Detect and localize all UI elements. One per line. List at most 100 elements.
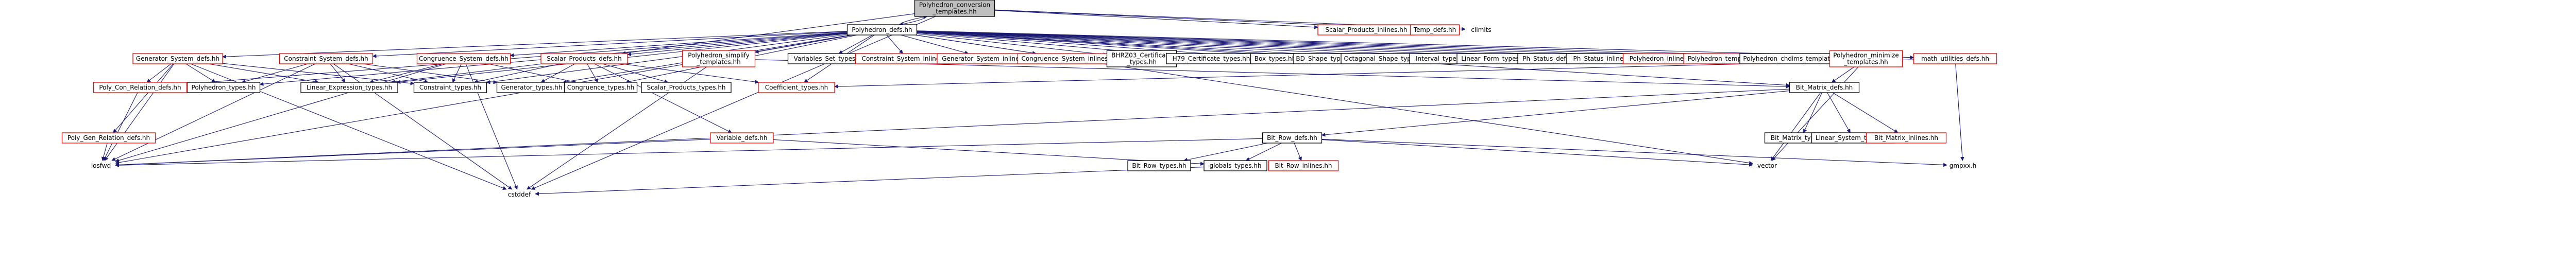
edge-cgsd-to-cont <box>452 63 462 83</box>
node-box <box>758 82 835 93</box>
edge-pdefs-to-lft <box>917 31 1458 59</box>
node-box <box>61 132 156 144</box>
node-cgsd[interactable]: Congruence_System_defs.hh <box>416 53 511 64</box>
node-mud[interactable]: math_utilities_defs.hh <box>1913 53 1997 64</box>
edge-glob-to-cstddef <box>535 166 1205 196</box>
edge-gsd-to-polyt <box>185 63 216 83</box>
node-pcrd[interactable]: Poly_Con_Relation_defs.hh <box>93 82 188 93</box>
edge-bmd-to-lst <box>1827 92 1851 133</box>
edge-pdefs-to-gsi <box>901 34 969 55</box>
node-h79[interactable]: H79_Certificate_types.hh <box>1166 53 1257 64</box>
node-gent[interactable]: Generator_types.hh <box>496 82 567 93</box>
node-label: iosfwd <box>91 162 111 169</box>
edge-gsd-to-cstddef <box>190 63 507 190</box>
node-label: Scalar_Products_inlines.hh <box>1326 26 1408 33</box>
node-box <box>187 82 261 93</box>
node-pmin[interactable]: Polyhedron_minimize_templates.hh <box>1829 50 1903 67</box>
node-label: vector <box>1757 162 1777 169</box>
node-pst[interactable]: Polyhedron_simplify_templates.hh <box>682 50 756 67</box>
edge-pmin-to-vector <box>1771 66 1859 161</box>
edge-gsd-to-lext <box>208 63 319 84</box>
node-box <box>1262 132 1323 144</box>
node-label: Congruence_types.hh <box>567 84 635 91</box>
node-lext[interactable]: Linear_Expression_types.hh <box>300 82 398 93</box>
edge-gsd-to-psrd <box>113 63 174 133</box>
edge-bmd-to-iosfwd <box>115 89 1790 167</box>
node-psrd[interactable]: Poly_Gen_Relation_defs.hh <box>61 132 156 144</box>
node-pchm[interactable]: Polyhedron_chdims_templates.hh <box>1739 53 1851 64</box>
node-glob[interactable]: globals_types.hh <box>1204 160 1267 171</box>
node-box <box>846 24 918 36</box>
node-label: Variables_Set_types.hh <box>794 55 866 62</box>
node-label: Bit_Row_inlines.hh <box>1275 162 1332 169</box>
node-boxt[interactable]: Box_types.hh <box>1250 53 1300 64</box>
edge-cgsd-to-lext <box>369 63 444 84</box>
node-cgsi[interactable]: Congruence_System_inlines.hh <box>1017 53 1122 64</box>
node-vard[interactable]: Variable_defs.hh <box>710 132 774 144</box>
node-label: Poly_Con_Relation_defs.hh <box>99 84 181 91</box>
node-label: Congruence_System_inlines.hh <box>1021 55 1117 62</box>
node-box <box>1106 50 1177 67</box>
edge-cgsd-to-cgt <box>488 63 577 84</box>
node-box <box>682 50 756 67</box>
node-coeft[interactable]: Coefficient_types.hh <box>758 82 835 93</box>
edge-pdefs-to-oct <box>917 31 1342 58</box>
node-spt[interactable]: Scalar_Products_types.hh <box>641 82 732 93</box>
node-sci[interactable]: Scalar_Products_inlines.hh <box>1317 24 1415 36</box>
node-label: _templates.hh <box>696 59 740 66</box>
edge-pdefs-to-gsd <box>222 31 848 59</box>
node-label: climits <box>1471 26 1491 33</box>
node-bmd[interactable]: Bit_Matrix_defs.hh <box>1789 82 1860 93</box>
edge-cgsd-to-cstddef <box>465 63 518 190</box>
edge-pdefs-to-csi <box>886 34 903 54</box>
node-lft[interactable]: Linear_Form_types.hh <box>1456 53 1534 64</box>
edge-pdefs-to-cont <box>486 34 848 84</box>
edge-csd-to-gent <box>363 63 498 84</box>
node-gsi[interactable]: Generator_System_inlines.hh <box>937 53 1038 64</box>
node-polyt[interactable]: Polyhedron_types.hh <box>187 82 261 93</box>
node-cstddef: cstddef <box>508 191 531 198</box>
node-label: Poly_Gen_Relation_defs.hh <box>67 134 150 142</box>
node-gsd[interactable]: Generator_System_defs.hh <box>132 53 223 64</box>
node-csd[interactable]: Constraint_System_defs.hh <box>279 53 374 64</box>
node-pdefs[interactable]: Polyhedron_defs.hh <box>846 24 918 36</box>
node-box <box>132 53 223 64</box>
edges-layer <box>101 9 1964 196</box>
node-box <box>1789 82 1860 93</box>
node-label: Linear_Expression_types.hh <box>307 84 393 91</box>
edge-root-to-cstddef <box>531 16 936 190</box>
node-root[interactable]: Polyhedron_conversion_templates.hh <box>914 0 995 17</box>
edge-csd-to-iosfwd <box>111 63 316 161</box>
node-box <box>1268 160 1339 171</box>
node-cgt[interactable]: Congruence_types.hh <box>564 82 638 93</box>
node-label: cstddef <box>508 191 531 198</box>
edge-root-to-pdefs <box>899 16 927 26</box>
node-iosfwd: iosfwd <box>91 162 111 169</box>
node-csi[interactable]: Constraint_System_inlines.hh <box>855 53 960 64</box>
node-label: H79_Certificate_types.hh <box>1173 55 1250 62</box>
node-bri[interactable]: Bit_Row_inlines.hh <box>1268 160 1339 171</box>
node-bmi[interactable]: Bit_Matrix_inlines.hh <box>1866 132 1947 144</box>
edge-pcrd-to-iosfwd <box>103 92 138 161</box>
edge-root-to-spd <box>621 13 915 55</box>
node-brt[interactable]: Bit_Row_types.hh <box>1127 160 1191 171</box>
node-tdefs[interactable]: Temp_defs.hh <box>1410 24 1460 36</box>
node-label: Generator_System_inlines.hh <box>942 55 1032 62</box>
node-label: _templates.hh <box>1843 59 1888 66</box>
node-spd[interactable]: Scalar_Products_defs.hh <box>540 53 628 64</box>
edge-pdefs-to-root <box>899 15 928 25</box>
node-pinl[interactable]: Polyhedron_inlines.hh <box>1622 53 1704 64</box>
node-bhrz[interactable]: BHRZ03_Certificate_types.hh <box>1106 50 1177 67</box>
node-label: Congruence_System_defs.hh <box>419 55 509 62</box>
edge-root-to-sci <box>994 10 1318 29</box>
node-brd[interactable]: Bit_Row_defs.hh <box>1262 132 1323 144</box>
node-label: Variable_defs.hh <box>716 134 767 142</box>
node-box <box>1410 24 1460 36</box>
node-label: Polyhedron_chdims_templates.hh <box>1743 55 1846 62</box>
edge-pdefs-to-cgsd <box>510 32 848 58</box>
edge-spd-to-coeft <box>622 63 759 84</box>
edge-pdefs-to-csd <box>372 31 848 58</box>
edge-spd-to-cgt <box>587 63 598 83</box>
node-cont[interactable]: Constraint_types.hh <box>413 82 487 93</box>
node-label: _types.hh <box>1126 59 1157 66</box>
